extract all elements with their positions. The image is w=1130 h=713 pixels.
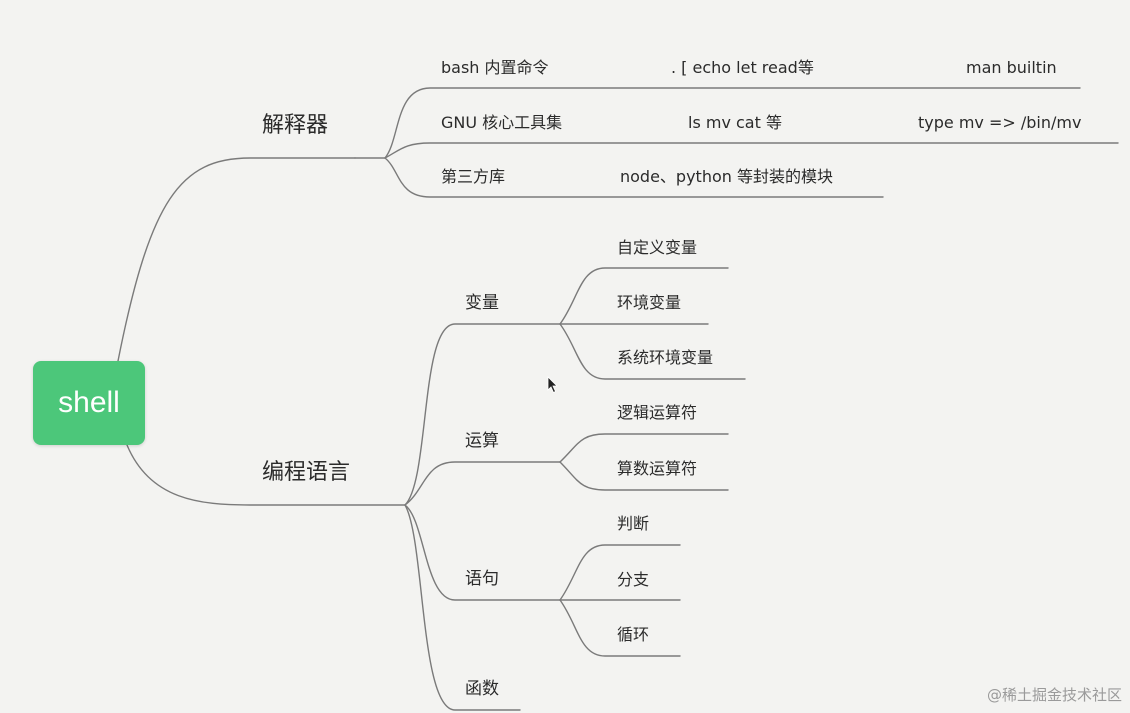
leaf-loop[interactable]: 循环 bbox=[617, 625, 650, 644]
interpreter-item-gnu-type: type mv => /bin/mv bbox=[918, 113, 1082, 132]
root-node[interactable]: shell bbox=[33, 361, 145, 445]
connector-root-interpreter bbox=[117, 157, 356, 362]
watermark: @稀土掘金技术社区 bbox=[986, 686, 1122, 704]
interpreter-item-bash-examples: . [ echo let read等 bbox=[671, 58, 814, 77]
leaf-logical-operators[interactable]: 逻辑运算符 bbox=[617, 403, 698, 422]
interpreter-item-thirdparty-examples: node、python 等封装的模块 bbox=[620, 167, 833, 186]
node-variables[interactable]: 变量 bbox=[465, 293, 499, 313]
leaf-branch[interactable]: 分支 bbox=[617, 570, 650, 589]
interpreter-item-gnu-examples: ls mv cat 等 bbox=[688, 113, 782, 132]
node-statements[interactable]: 语句 bbox=[465, 569, 499, 589]
branch-programming-label[interactable]: 编程语言 bbox=[262, 460, 351, 485]
node-functions[interactable]: 函数 bbox=[465, 679, 499, 699]
interpreter-item-thirdparty[interactable]: 第三方库 bbox=[441, 167, 506, 186]
branch-interpreter-label[interactable]: 解释器 bbox=[262, 113, 329, 138]
leaf-env-variable[interactable]: 环境变量 bbox=[617, 293, 682, 312]
connector-root-programming bbox=[126, 444, 406, 506]
leaf-condition[interactable]: 判断 bbox=[617, 514, 650, 533]
leaf-system-env-variable[interactable]: 系统环境变量 bbox=[617, 348, 714, 367]
leaf-custom-variable[interactable]: 自定义变量 bbox=[617, 238, 698, 257]
interpreter-item-bash[interactable]: bash 内置命令 bbox=[441, 58, 549, 77]
mouse-cursor-icon bbox=[547, 376, 558, 394]
node-operations[interactable]: 运算 bbox=[465, 431, 499, 451]
root-label: shell bbox=[58, 386, 120, 419]
interpreter-item-gnu[interactable]: GNU 核心工具集 bbox=[441, 113, 563, 132]
interpreter-item-bash-help: man builtin bbox=[966, 58, 1057, 77]
leaf-arithmetic-operators[interactable]: 算数运算符 bbox=[617, 459, 698, 478]
